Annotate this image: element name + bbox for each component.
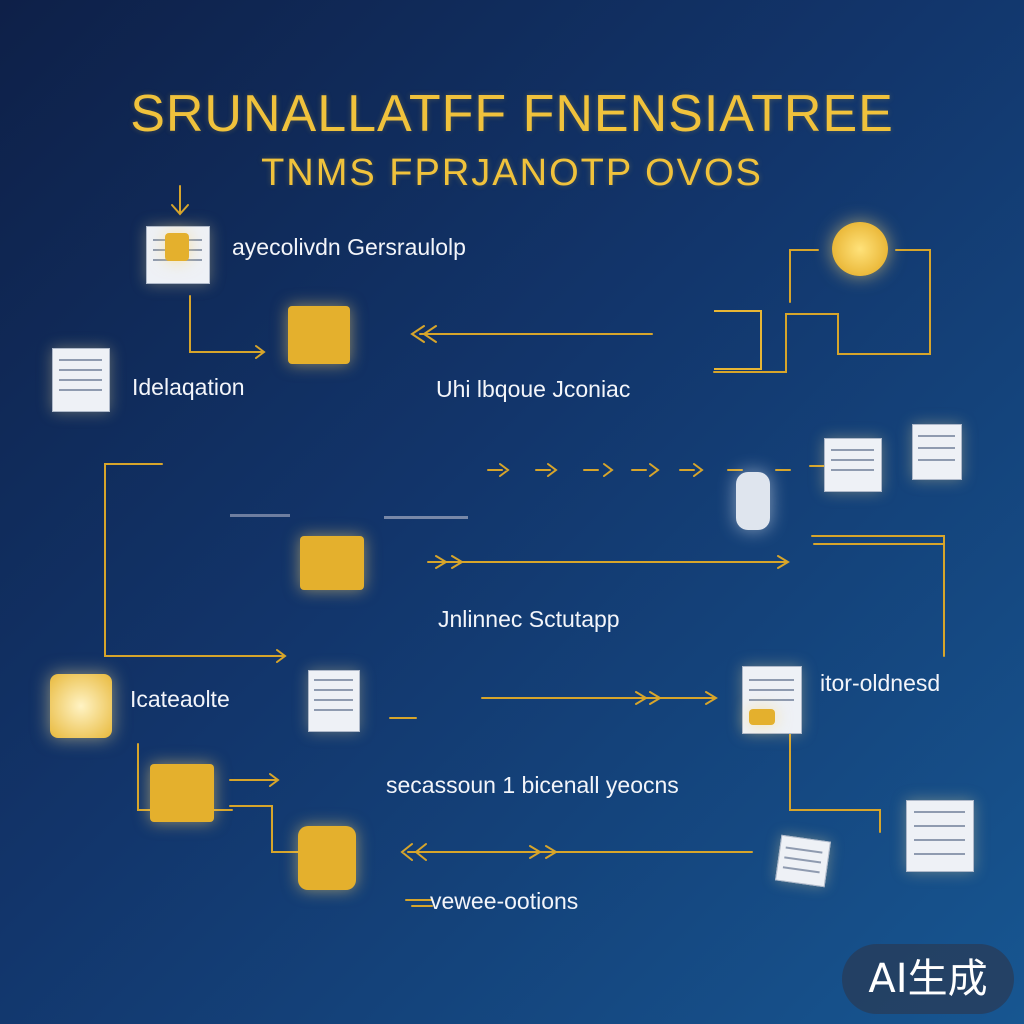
bell-icon (714, 310, 762, 370)
document-stack-icon (52, 348, 110, 412)
connector-top-right (713, 249, 931, 373)
connector-mid-left (104, 463, 287, 663)
label-8: vewee-ootions (430, 888, 579, 914)
building-document-icon (824, 438, 882, 492)
label-5: Icateaolte (130, 686, 230, 712)
gold-document-icon (288, 306, 350, 364)
label-1: ayecolivdn Gersraulolp (232, 234, 466, 260)
analysis-document-icon (742, 666, 802, 734)
connector-lower-left (137, 743, 305, 853)
connector-lower-right (789, 715, 881, 833)
connector-mid-right (809, 465, 945, 657)
arrow-row3 (389, 691, 718, 719)
chart-icon (150, 764, 214, 822)
connector-left-branch (189, 295, 266, 359)
machine-icon (384, 472, 468, 519)
arrow-mid-heads (499, 463, 704, 477)
label-2: Idelaqation (132, 374, 245, 400)
building-icon (912, 424, 962, 480)
gold-coin-icon (832, 222, 888, 276)
arrow-row2 (427, 555, 790, 569)
arrow-left-row1 (410, 325, 653, 343)
factory-icon (230, 468, 290, 517)
gold-puzzle-icon (300, 536, 364, 590)
ai-generated-badge: AI生成 (842, 944, 1014, 1014)
connector-top-left (171, 185, 189, 216)
arrow-row4 (400, 843, 753, 861)
report-document-icon (308, 670, 360, 732)
gold-doughnut-icon (298, 826, 356, 890)
report-icon (906, 800, 974, 872)
gold-seal-icon (50, 674, 112, 738)
document-icon (146, 226, 210, 284)
label-4: Jnlinnec Sctutapp (438, 606, 620, 632)
calendar-icon (775, 834, 831, 888)
connector-bottom (405, 899, 433, 907)
robot-icon (736, 472, 770, 530)
diagram-subtitle: TNMS FPRJANOTP OVOS (261, 152, 763, 194)
diagram-title: SRUNALLATFF FNENSIATREE (130, 85, 894, 143)
label-7: secassoun 1 bicenall yeocns (386, 772, 679, 798)
label-6: itor-oldnesd (820, 670, 941, 696)
label-3: Uhi lbqoue Jconiac (436, 376, 631, 402)
